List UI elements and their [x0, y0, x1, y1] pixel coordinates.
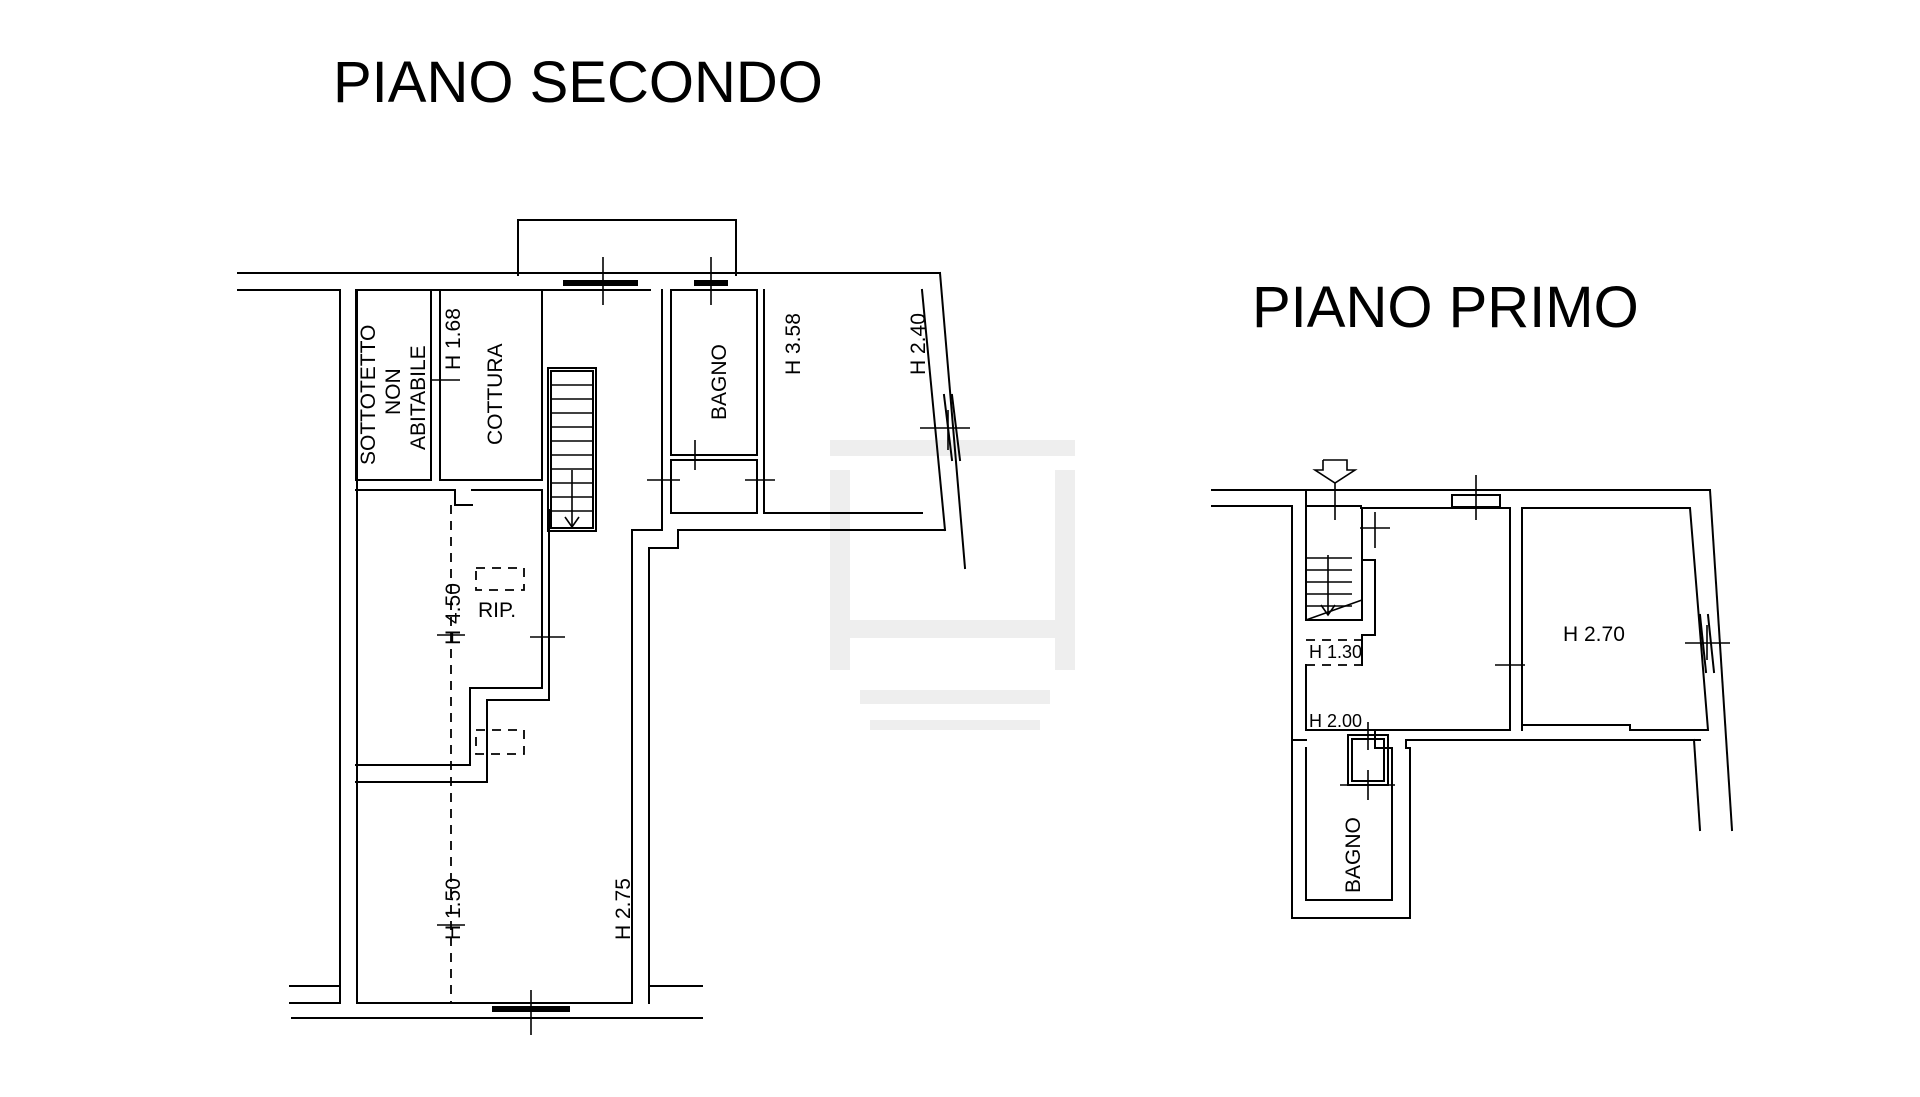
label-h-hall: H 2.00	[1309, 711, 1362, 731]
watermark-logo	[830, 440, 1075, 730]
second-floor-plan: SOTTOTETTO NON ABITABILE H 1.68 COTTURA …	[237, 219, 970, 1035]
label-bathroom-1: BAGNO	[1342, 817, 1365, 893]
first-floor-title: PIANO PRIMO	[1252, 275, 1639, 340]
label-h-storage: H 4.50	[442, 583, 465, 645]
label-h-lower-left: H 1.50	[442, 878, 465, 940]
label-kitchen: COTTURA	[484, 344, 507, 446]
label-storage: RIP.	[478, 599, 516, 622]
label-h-attic: H 1.68	[442, 308, 465, 370]
label-h-corner-room: H 2.40	[907, 313, 930, 375]
label-attic-line2: NON	[382, 368, 405, 415]
label-h-stair-low: H 1.30	[1309, 642, 1362, 662]
first-floor-stair-treads	[1306, 557, 1352, 621]
label-h-main: H 2.75	[612, 878, 635, 940]
label-h-room-first: H 2.70	[1563, 623, 1625, 646]
second-floor-title: PIANO SECONDO	[333, 50, 823, 115]
first-floor-plan: H 2.70 H 1.30 H 2.00 BAGNO	[1211, 459, 1734, 919]
label-attic-line3: ABITABILE	[407, 345, 430, 450]
label-attic-line1: SOTTOTETTO	[357, 325, 380, 465]
label-bathroom-2: BAGNO	[708, 344, 731, 420]
label-h-bath-room: H 3.58	[782, 313, 805, 375]
